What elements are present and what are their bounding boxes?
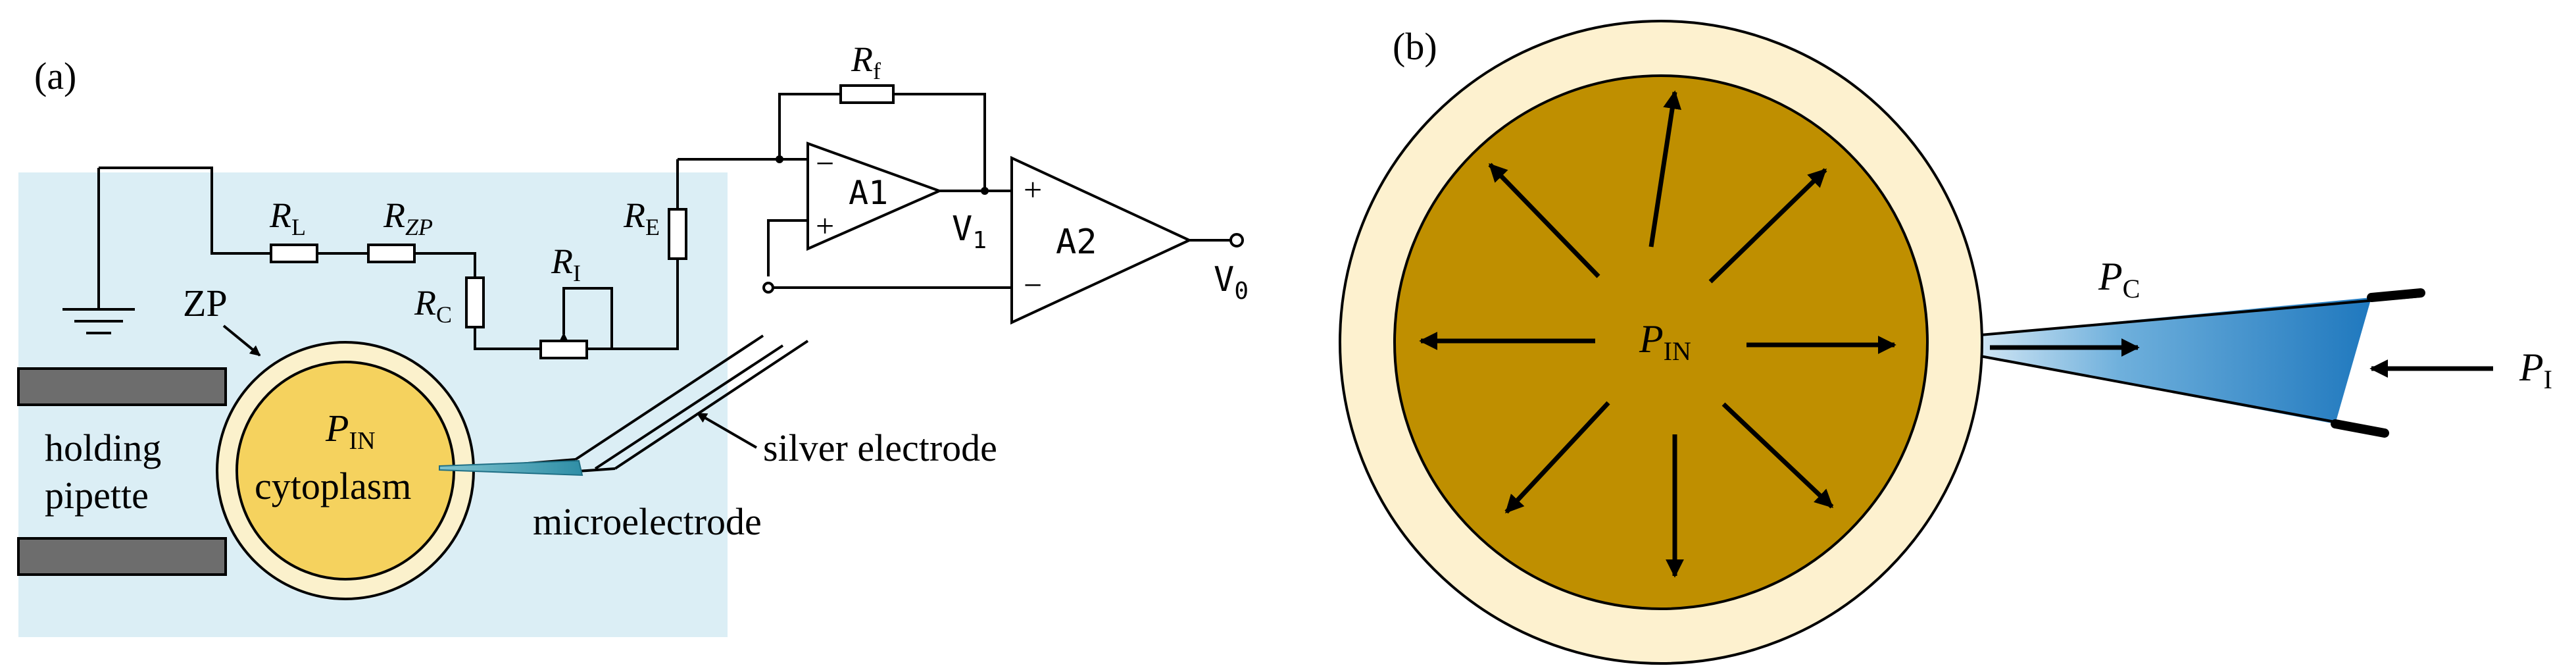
silver-electrode bbox=[519, 334, 809, 474]
cytoplasm-disc bbox=[1393, 74, 1929, 610]
micropipette-tip bbox=[1913, 297, 2371, 424]
label-v0: V0 bbox=[1214, 260, 1249, 305]
label-silver-electrode: silver electrode bbox=[763, 426, 997, 469]
svg-text:−: − bbox=[1024, 267, 1042, 303]
label-ri: RI bbox=[551, 242, 581, 286]
svg-text:+: + bbox=[816, 207, 834, 244]
ground-icon bbox=[62, 168, 135, 334]
label-microelectrode: microelectrode bbox=[533, 500, 762, 543]
microelectrode bbox=[439, 459, 583, 477]
panel-a: (a) bbox=[17, 39, 1249, 637]
panel-b: (b) PIN PC PI bbox=[1339, 20, 2552, 665]
label-pipette: pipette bbox=[45, 474, 149, 517]
label-re: RE bbox=[623, 195, 660, 240]
label-pin-b: PIN bbox=[1639, 317, 1691, 366]
label-rzp: RZP bbox=[383, 195, 433, 240]
pressure-arrows bbox=[1419, 90, 1896, 578]
svg-text:+: + bbox=[1024, 171, 1042, 208]
label-rc: RC bbox=[414, 283, 452, 328]
panel-a-tag: (a) bbox=[34, 55, 76, 97]
holding-pipette-top bbox=[17, 367, 227, 406]
amplifier-a2: + − A2 bbox=[1010, 155, 1193, 325]
label-pin-a: PIN bbox=[325, 407, 376, 455]
label-v1: V1 bbox=[952, 209, 987, 254]
holding-pipette-bottom bbox=[17, 537, 227, 576]
svg-text:A2: A2 bbox=[1056, 222, 1097, 262]
panel-b-tag: (b) bbox=[1393, 25, 1437, 68]
svg-text:−: − bbox=[816, 145, 834, 182]
label-pi: PI bbox=[2519, 346, 2552, 394]
label-holding: holding bbox=[45, 426, 161, 469]
label-cytoplasm: cytoplasm bbox=[255, 465, 411, 507]
resistor-rl bbox=[270, 244, 318, 263]
svg-text:A1: A1 bbox=[849, 174, 888, 212]
label-pc: PC bbox=[2098, 255, 2140, 303]
resistor-rc bbox=[465, 276, 485, 328]
label-rl: RL bbox=[269, 195, 306, 240]
wire-top-left bbox=[99, 167, 271, 255]
resistor-re bbox=[668, 208, 687, 260]
label-rf: Rf bbox=[851, 39, 881, 84]
label-zp: ZP bbox=[183, 282, 228, 324]
amplifier-a1: − + A1 bbox=[806, 142, 943, 251]
resistor-rzp bbox=[367, 244, 416, 263]
resistor-rf bbox=[839, 84, 895, 104]
resistor-ri bbox=[539, 340, 588, 359]
